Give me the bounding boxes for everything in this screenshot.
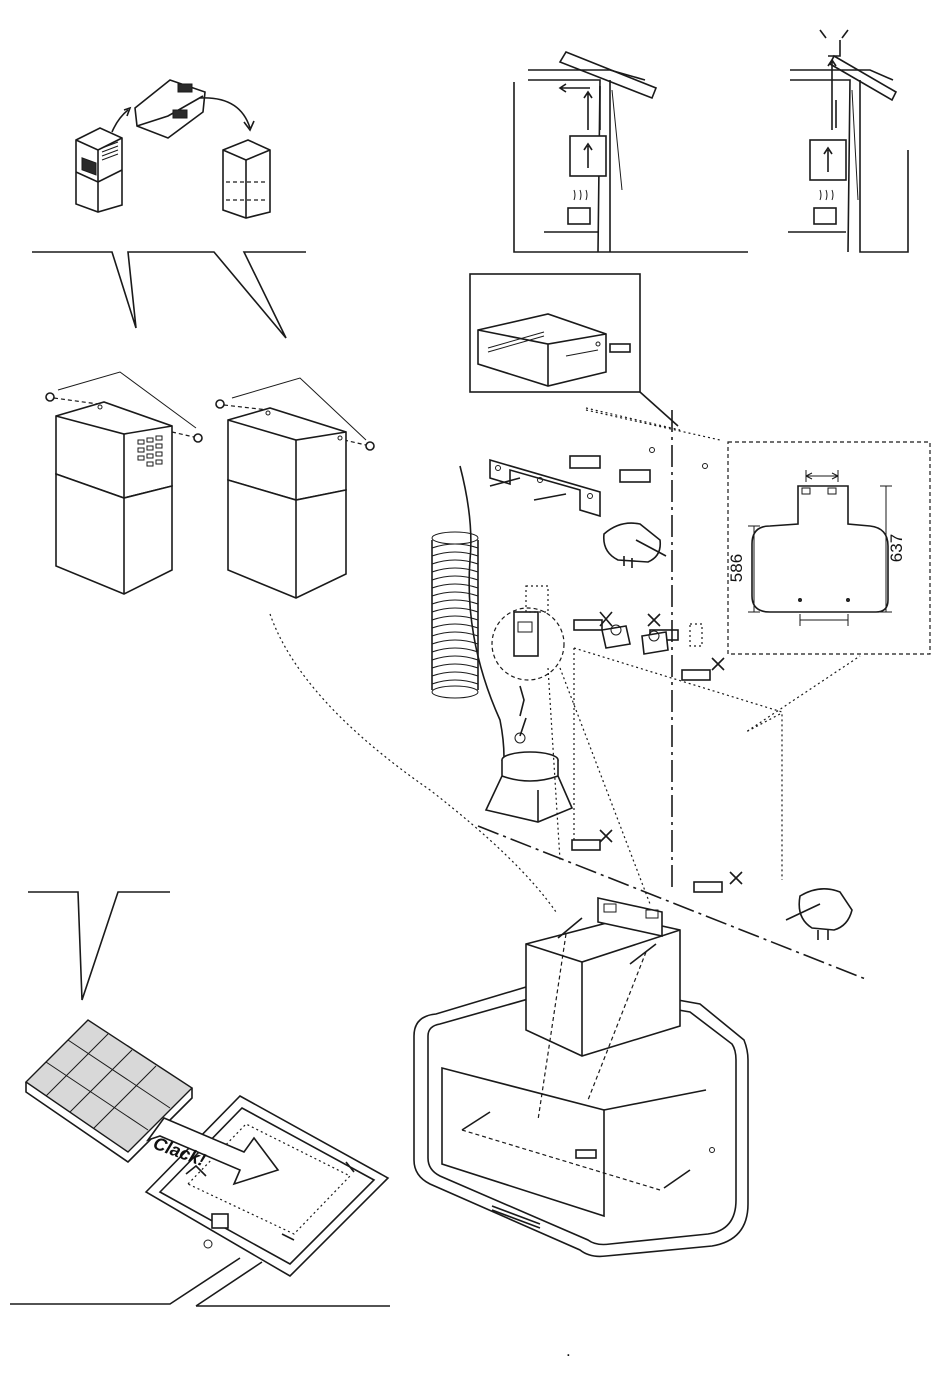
- dimension-inset: 586 637: [727, 442, 930, 654]
- screw-icon-2: [194, 434, 202, 442]
- wall-plug-icon-2: [570, 456, 600, 468]
- pot-icon-2: [814, 208, 836, 224]
- footer-mark: .: [566, 1341, 571, 1360]
- wall-plug-icon-3: [620, 470, 650, 482]
- hood-body: [414, 898, 748, 1256]
- dimension-label-width: 586: [727, 554, 746, 582]
- pot-icon: [568, 208, 590, 224]
- screw-icon: [46, 393, 54, 401]
- chimney-plain: [216, 378, 374, 598]
- ducting-outlet-diagram-1: [514, 52, 748, 252]
- power-cable: [460, 466, 504, 790]
- bracket-clip-detail: [492, 586, 564, 743]
- arrow-path-2: [200, 98, 250, 128]
- grease-frame: [146, 1096, 388, 1276]
- arrow-path-1: [112, 110, 128, 132]
- chimney-flap-detail: [76, 80, 270, 218]
- screw-icon-4: [366, 442, 374, 450]
- filter-callout-bottom: [10, 1258, 390, 1306]
- ducting-outlet-diagram-2: [788, 30, 908, 252]
- wall-bracket-assembly: [490, 448, 708, 517]
- outlet-adapter: [486, 752, 572, 822]
- screw-icon-3: [216, 400, 224, 408]
- dimension-label-height: 637: [887, 534, 906, 562]
- bracket-inset: [470, 274, 680, 430]
- callout-wedges: [32, 252, 306, 338]
- wall-anchors: [572, 612, 742, 892]
- pencil-hand-icon-2: [786, 889, 852, 940]
- wall-plug-icon: [610, 344, 630, 352]
- filter-callout: [28, 892, 170, 1000]
- pencil-hand-icon: [604, 523, 666, 568]
- chimney-with-vents: [46, 372, 202, 594]
